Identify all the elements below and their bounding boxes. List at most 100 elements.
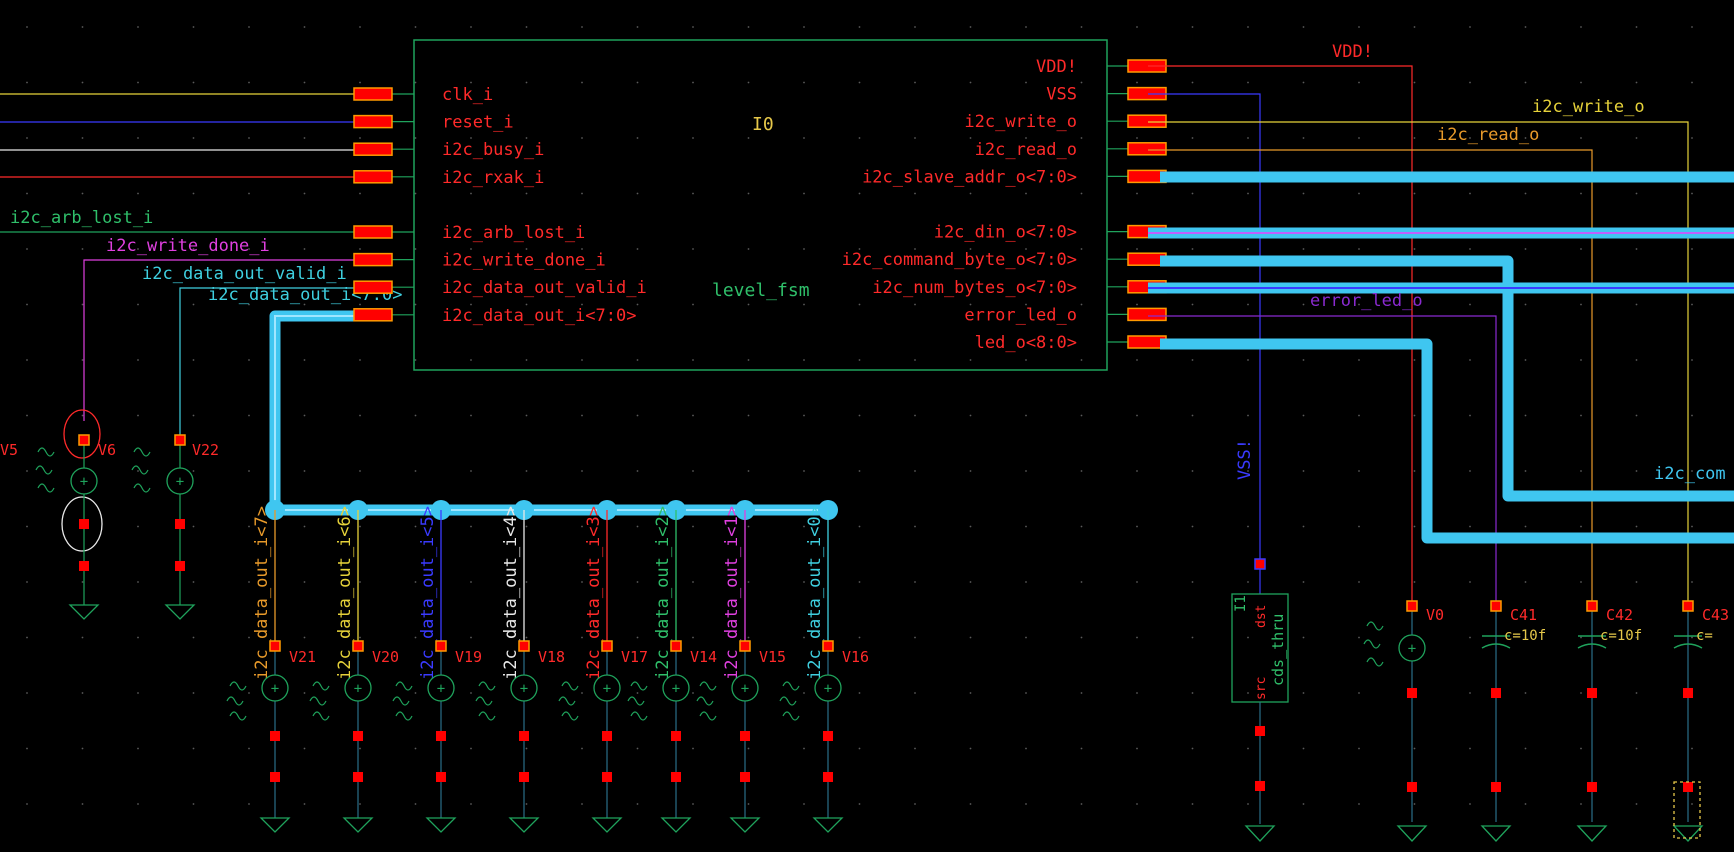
terminal[interactable]: [175, 561, 185, 571]
terminal[interactable]: [270, 731, 280, 741]
pin-terminal[interactable]: [353, 252, 393, 267]
terminal[interactable]: [435, 640, 447, 652]
left-input-wires[interactable]: [0, 93, 356, 440]
terminal[interactable]: [1586, 600, 1598, 612]
voltage-source[interactable]: +: [392, 640, 457, 833]
input-pin[interactable]: [353, 280, 414, 294]
input-pin[interactable]: [353, 170, 414, 184]
pin-terminal[interactable]: [353, 142, 393, 156]
terminal[interactable]: [1255, 726, 1265, 736]
terminal[interactable]: [1587, 688, 1597, 698]
terminal[interactable]: [602, 731, 612, 741]
terminal[interactable]: [671, 731, 681, 741]
terminal[interactable]: [79, 561, 89, 571]
terminal[interactable]: [671, 772, 681, 782]
instance-output-pins[interactable]: VDD!VSSi2c_write_oi2c_read_oi2c_slave_ad…: [842, 57, 1167, 353]
voltage-source[interactable]: +: [696, 640, 761, 833]
pin-terminal[interactable]: [1127, 114, 1167, 128]
terminal[interactable]: [1407, 688, 1417, 698]
pin-terminal[interactable]: [353, 280, 393, 294]
terminal[interactable]: [1406, 600, 1418, 612]
pin-terminal[interactable]: [1127, 307, 1167, 322]
terminal[interactable]: [1491, 688, 1501, 698]
input-pin[interactable]: [353, 225, 414, 239]
voltage-source[interactable]: +: [226, 640, 291, 833]
terminal[interactable]: [823, 731, 833, 741]
pin-terminal[interactable]: [1127, 142, 1167, 156]
terminal[interactable]: [602, 772, 612, 782]
instance-input-pins[interactable]: clk_ireset_ii2c_busy_ii2c_rxak_ii2c_arb_…: [353, 85, 647, 326]
terminal[interactable]: [1254, 558, 1266, 570]
terminal[interactable]: [1683, 688, 1693, 698]
terminal[interactable]: [601, 640, 613, 652]
voltage-source[interactable]: +: [309, 640, 374, 833]
terminal[interactable]: [1407, 782, 1417, 792]
bus-tap[interactable]: i2c_data_out_i<7>+V21: [226, 500, 316, 833]
output-pin[interactable]: [1107, 252, 1167, 266]
terminal[interactable]: [1255, 781, 1265, 791]
input-pin[interactable]: [353, 142, 414, 156]
bus-tap[interactable]: i2c_data_out_i<4>+V18: [475, 500, 565, 833]
output-pin[interactable]: [1107, 169, 1167, 184]
terminal[interactable]: [269, 640, 281, 652]
terminal[interactable]: [436, 731, 446, 741]
input-pin[interactable]: [353, 87, 414, 101]
terminal[interactable]: [740, 772, 750, 782]
pin-terminal[interactable]: [353, 225, 393, 239]
output-pin[interactable]: [1107, 86, 1167, 101]
terminal[interactable]: [1683, 782, 1693, 792]
component[interactable]: +V0: [1363, 600, 1444, 842]
right-output-wires[interactable]: [1148, 65, 1689, 606]
instance-boundary[interactable]: [413, 39, 1108, 371]
terminal[interactable]: [823, 772, 833, 782]
input-pin[interactable]: [353, 114, 414, 129]
pin-terminal[interactable]: [353, 114, 393, 129]
terminal[interactable]: [353, 772, 363, 782]
pin-terminal[interactable]: [353, 308, 393, 322]
terminal[interactable]: [519, 772, 529, 782]
data-out-bus-wire[interactable]: [269, 310, 830, 516]
pin-terminal[interactable]: [353, 170, 393, 184]
terminal[interactable]: [822, 640, 834, 652]
terminal[interactable]: [518, 640, 530, 652]
terminal[interactable]: [352, 640, 364, 652]
voltage-source[interactable]: +: [475, 640, 540, 833]
output-pin[interactable]: [1107, 142, 1167, 156]
bus-tap[interactable]: i2c_data_out_i<2>+V14: [627, 500, 717, 833]
cds-thru-instance[interactable]: I1 dst src cds_thru: [1231, 558, 1289, 842]
bus-tap[interactable]: i2c_data_out_i<6>+V20: [309, 500, 399, 833]
output-bus-wires[interactable]: [1148, 171, 1734, 544]
terminal[interactable]: [78, 434, 90, 446]
bus-tap[interactable]: i2c_data_out_i<5>+V19: [392, 500, 482, 833]
level-fsm-instance[interactable]: I0 level_fsm clk_ireset_ii2c_busy_ii2c_r…: [353, 39, 1167, 371]
terminal[interactable]: [270, 772, 280, 782]
terminal[interactable]: [670, 640, 682, 652]
terminal[interactable]: [1491, 782, 1501, 792]
voltage-source[interactable]: +: [131, 434, 196, 620]
input-pin[interactable]: [353, 308, 414, 322]
bus-tap[interactable]: i2c_data_out_i<3>+V17: [558, 500, 648, 833]
voltage-source[interactable]: +: [779, 640, 844, 833]
bus-tap[interactable]: i2c_data_out_i<0>+V16: [779, 500, 869, 833]
pin-terminal[interactable]: [353, 87, 393, 101]
terminal[interactable]: [740, 731, 750, 741]
voltage-source[interactable]: +: [627, 640, 692, 833]
voltage-source[interactable]: +: [558, 640, 623, 833]
terminal[interactable]: [519, 731, 529, 741]
terminal[interactable]: [79, 519, 89, 529]
terminal[interactable]: [739, 640, 751, 652]
component[interactable]: c=C43: [1672, 600, 1729, 842]
terminal[interactable]: [1682, 600, 1694, 612]
bus-tap[interactable]: i2c_data_out_i<1>+V15: [696, 500, 786, 833]
terminal[interactable]: [175, 519, 185, 529]
input-pin[interactable]: [353, 252, 414, 267]
voltage-source[interactable]: +: [35, 434, 100, 620]
terminal[interactable]: [174, 434, 186, 446]
output-pin[interactable]: [1107, 114, 1167, 128]
output-pin[interactable]: [1107, 335, 1167, 349]
